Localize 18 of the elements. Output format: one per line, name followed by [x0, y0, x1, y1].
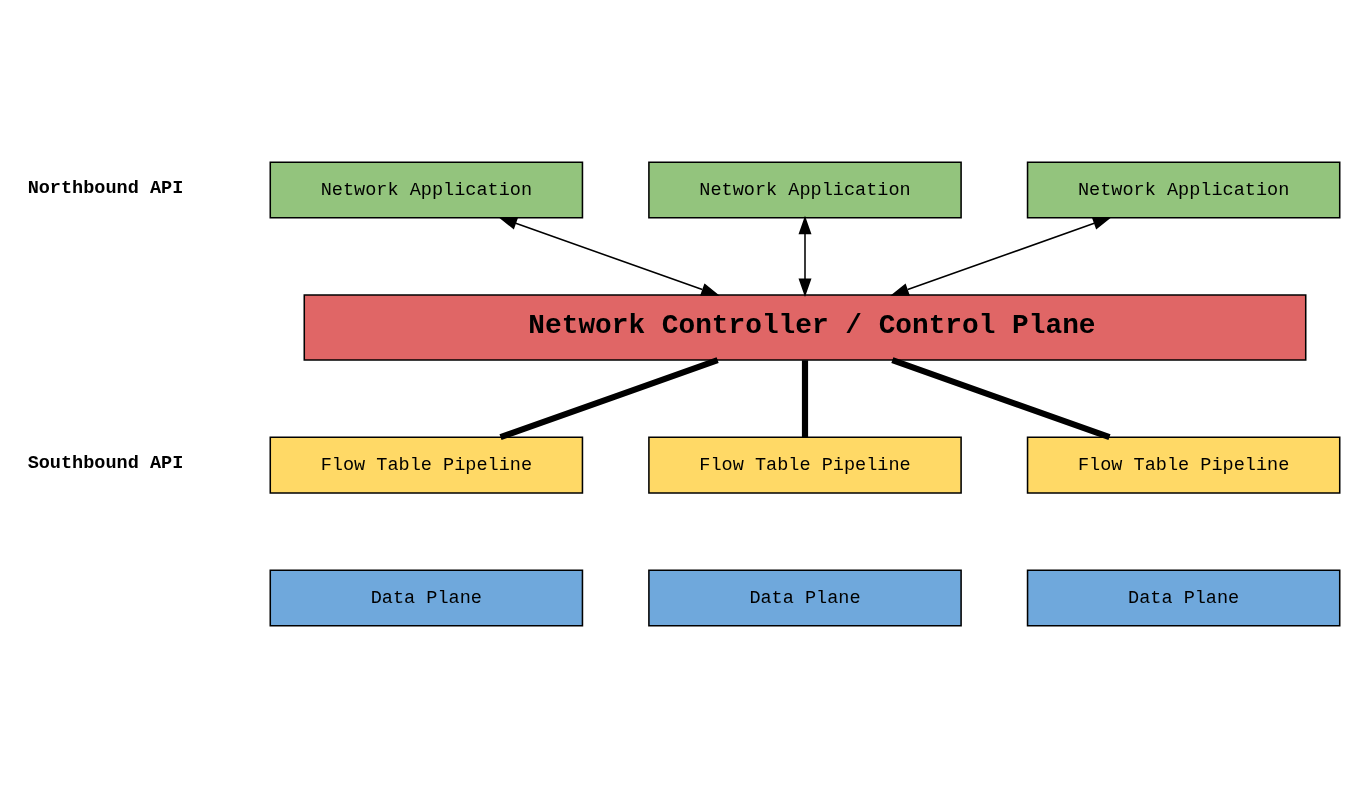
node-box: Network Application [269, 161, 584, 219]
node-box: Flow Table Pipeline [1026, 436, 1341, 494]
node-box: Flow Table Pipeline [269, 436, 584, 494]
connector [891, 357, 1111, 441]
node-box: Network Controller / Control Plane [303, 294, 1307, 361]
arrow [498, 217, 720, 296]
node-box: Data Plane [1026, 569, 1341, 627]
label: Southbound API [27, 453, 184, 475]
node-box: Network Application [1026, 161, 1341, 219]
node-box: Network Application [648, 161, 962, 219]
node-box: Data Plane [648, 569, 962, 627]
arrow [798, 215, 812, 298]
node-box: Flow Table Pipeline [648, 436, 962, 494]
arrow [890, 217, 1112, 296]
connector [801, 360, 809, 438]
connector [499, 357, 719, 441]
label: Northbound API [27, 178, 184, 200]
node-box: Data Plane [269, 569, 584, 627]
